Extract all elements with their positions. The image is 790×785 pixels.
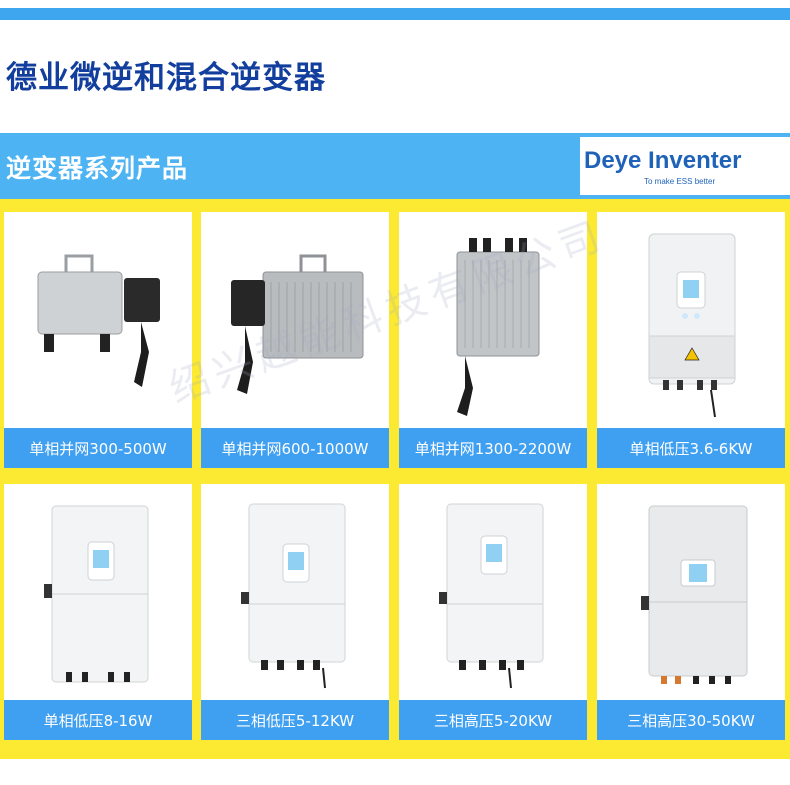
logo-tagline: To make ESS better <box>644 177 716 186</box>
product-card[interactable]: 单相并网1300-2200W <box>399 212 587 468</box>
product-card[interactable]: 单相并网600-1000W <box>201 212 389 468</box>
hybrid-inverter-image <box>44 505 149 683</box>
top-stripe <box>0 8 790 20</box>
hybrid-inverter-image <box>241 503 346 689</box>
hybrid-inverter-image <box>641 505 748 684</box>
product-label: 三相高压30-50KW <box>597 700 785 740</box>
product-card[interactable]: 单相低压3.6-6KW <box>597 212 785 468</box>
product-label: 单相低压8-16W <box>4 700 192 740</box>
page-title: 德业微逆和混合逆变器 <box>6 60 326 96</box>
product-card[interactable]: 三相高压5-20KW <box>399 484 587 740</box>
product-card[interactable]: 单相并网300-500W <box>4 212 192 468</box>
product-label: 单相并网1300-2200W <box>399 428 587 468</box>
brand-logo: Deye Inventer To make ESS better <box>580 137 790 195</box>
product-card[interactable]: 三相高压30-50KW <box>597 484 785 740</box>
product-label: 三相高压5-20KW <box>399 700 587 740</box>
logo-text: Deye Inventer <box>584 147 742 174</box>
section-banner: 逆变器系列产品 Deye Inventer To make ESS better <box>0 133 790 199</box>
product-label: 单相并网600-1000W <box>201 428 389 468</box>
product-label: 单相并网300-500W <box>4 428 192 468</box>
product-label: 单相低压3.6-6KW <box>597 428 785 468</box>
microinverter-image <box>456 238 540 416</box>
microinverter-image <box>37 254 160 387</box>
product-label: 三相低压5-12KW <box>201 700 389 740</box>
microinverter-image <box>231 254 364 394</box>
product-card[interactable]: 单相低压8-16W <box>4 484 192 740</box>
hybrid-inverter-image <box>439 503 544 689</box>
hybrid-inverter-image <box>648 233 736 418</box>
section-title: 逆变器系列产品 <box>6 154 189 183</box>
product-card[interactable]: 三相低压5-12KW <box>201 484 389 740</box>
